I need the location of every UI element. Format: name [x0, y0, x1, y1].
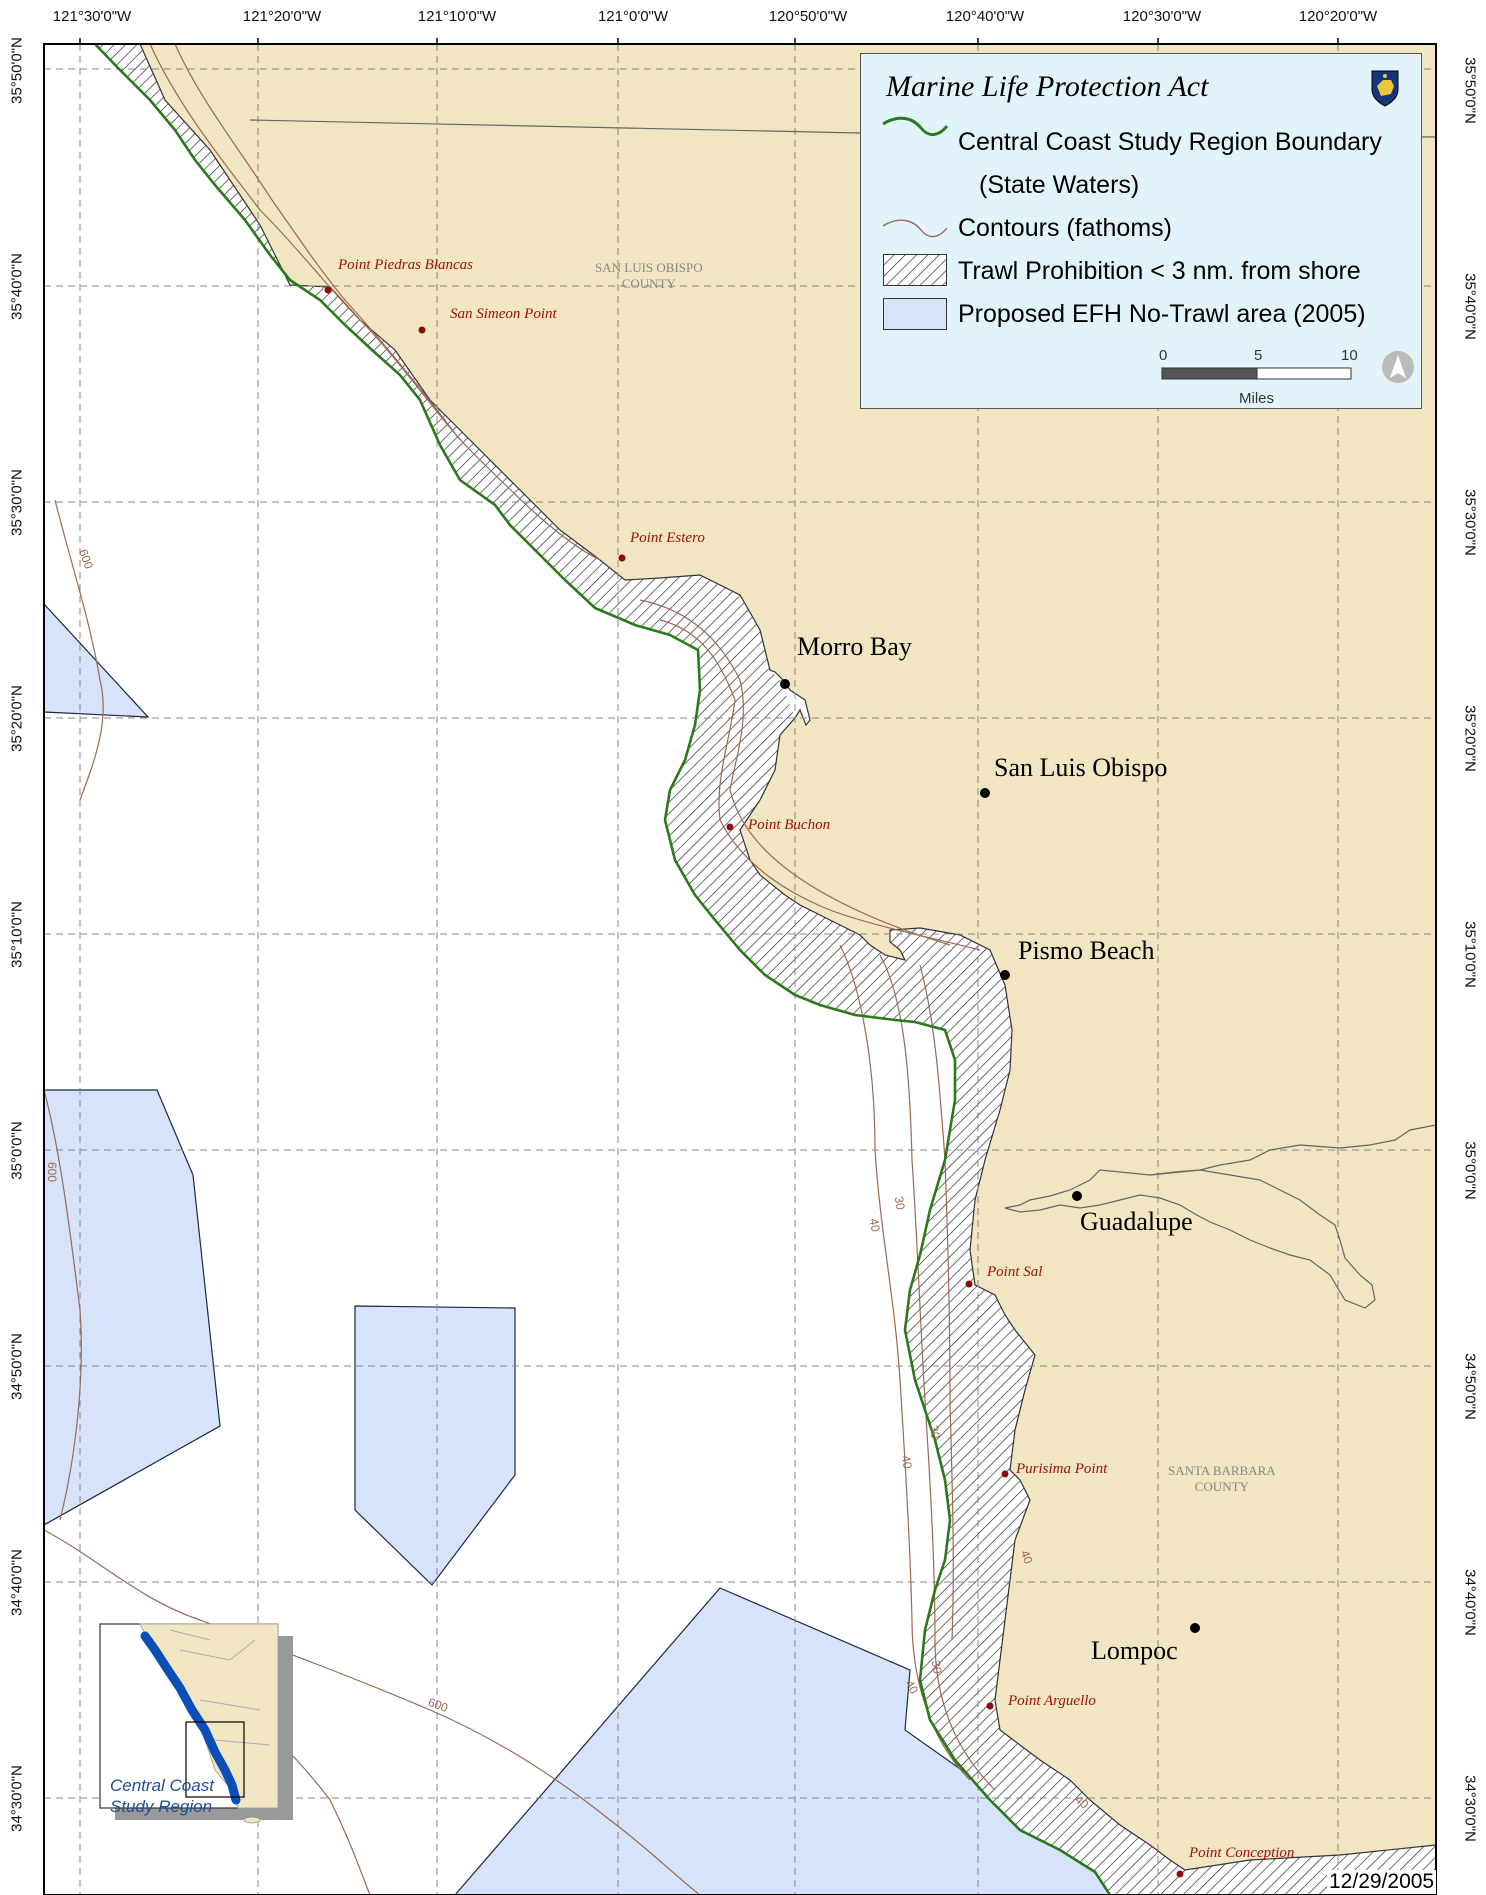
point-label: San Simeon Point — [450, 306, 557, 322]
tick-label: 35°20'0"N — [1461, 705, 1479, 772]
point-label: Point Piedras Blancas — [338, 257, 473, 273]
date-stamp: 12/29/2005 — [1327, 1870, 1437, 1894]
county-label-line: SANTA BARBARA — [1168, 1463, 1276, 1478]
tick-label: 35°40'0"N — [8, 253, 26, 320]
legend-label: Proposed EFH No-Trawl area (2005) — [958, 300, 1366, 328]
scale-unit: Miles — [1239, 390, 1275, 407]
inset-label: Study Region — [110, 1797, 213, 1816]
legend-label: (State Waters) — [979, 171, 1140, 199]
contour-lines — [44, 44, 996, 1895]
tick-label: 35°50'0"N — [1461, 57, 1479, 124]
contour-label: 30 — [891, 1195, 908, 1211]
city-label: Pismo Beach — [1018, 936, 1155, 965]
city-label: Guadalupe — [1080, 1207, 1193, 1236]
point-label: Point Arguello — [1008, 1693, 1096, 1709]
tick-label: 35°0'0"N — [8, 1121, 26, 1180]
tick-label: 34°40'0"N — [1461, 1569, 1479, 1636]
point-markers — [324, 286, 1184, 1878]
efh-area — [44, 603, 1181, 1895]
tick-label: 35°0'0"N — [1461, 1141, 1479, 1200]
tick-label: 120°50'0"W — [768, 8, 848, 25]
boundary-line-icon — [882, 116, 949, 136]
trawl-prohibition-band — [95, 44, 1436, 1895]
land — [139, 44, 1436, 1871]
hatch-swatch — [883, 254, 947, 286]
tick-label: 35°20'0"N — [8, 685, 26, 752]
north-arrow-icon — [1382, 351, 1414, 383]
tick-label: 35°50'0"N — [8, 37, 26, 104]
city-label: San Luis Obispo — [994, 753, 1168, 782]
contour-label: 40 — [898, 1454, 915, 1470]
point-label: Purisima Point — [1016, 1461, 1108, 1477]
contour-line-icon — [882, 219, 948, 238]
tick-label: 34°30'0"N — [1461, 1775, 1479, 1842]
study-region-boundary — [94, 44, 1112, 1895]
tick-label: 35°10'0"N — [1461, 921, 1479, 988]
tick-label: 34°40'0"N — [8, 1549, 26, 1616]
tick-label: 34°50'0"N — [1461, 1353, 1479, 1420]
legend-label: Contours (fathoms) — [958, 214, 1172, 242]
tick-label: 35°30'0"N — [8, 469, 26, 536]
county-label-line: COUNTY — [621, 276, 676, 291]
county-label-line: COUNTY — [1194, 1479, 1249, 1494]
tick-label: 120°20'0"W — [1298, 8, 1378, 25]
city-markers — [780, 679, 1200, 1633]
point-label: Point Sal — [987, 1264, 1043, 1280]
inset-map — [99, 1623, 293, 1824]
tick-label: 120°30'0"W — [1122, 8, 1202, 25]
city-label: Lompoc — [1091, 1636, 1178, 1665]
tick-label: 121°0'0"W — [597, 8, 669, 25]
contour-label: 40 — [866, 1217, 883, 1233]
map-legend: Marine Life Protection Act Central Coast… — [860, 53, 1422, 409]
tick-label: 121°30'0"W — [52, 8, 132, 25]
contour-label: 600 — [45, 1161, 60, 1183]
tick-label: 35°30'0"N — [1461, 489, 1479, 556]
scale-label: 10 — [1341, 347, 1358, 364]
inset-label: Central Coast — [110, 1776, 214, 1795]
county-label: SANTA BARBARA COUNTY — [1168, 1463, 1276, 1495]
legend-title: Marine Life Protection Act — [886, 70, 1209, 103]
tick-label: 35°10'0"N — [8, 901, 26, 968]
state-seal-icon — [1371, 70, 1399, 107]
tick-label: 35°40'0"N — [1461, 273, 1479, 340]
point-label: Point Conception — [1189, 1845, 1295, 1861]
scale-label: 0 — [1159, 347, 1168, 364]
tick-label: 34°50'0"N — [8, 1333, 26, 1400]
point-label: Point Estero — [630, 530, 705, 546]
scale-bar — [1161, 367, 1352, 380]
legend-label: Trawl Prohibition < 3 nm. from shore — [958, 257, 1361, 285]
efh-swatch — [883, 298, 947, 330]
tick-label: 120°40'0"W — [945, 8, 1025, 25]
scale-label: 5 — [1254, 347, 1263, 364]
contour-label: 30 — [926, 1424, 943, 1440]
point-label: Point Buchon — [748, 817, 831, 833]
city-label: Morro Bay — [797, 632, 912, 661]
tick-label: 121°10'0"W — [417, 8, 497, 25]
county-label: SAN LUIS OBISPO COUNTY — [595, 260, 703, 292]
tick-label: 121°20'0"W — [242, 8, 322, 25]
contour-label: 30 — [928, 1659, 945, 1675]
county-label-line: SAN LUIS OBISPO — [595, 260, 703, 275]
legend-label: Central Coast Study Region Boundary — [958, 128, 1382, 156]
tick-label: 34°30'0"N — [8, 1765, 26, 1832]
